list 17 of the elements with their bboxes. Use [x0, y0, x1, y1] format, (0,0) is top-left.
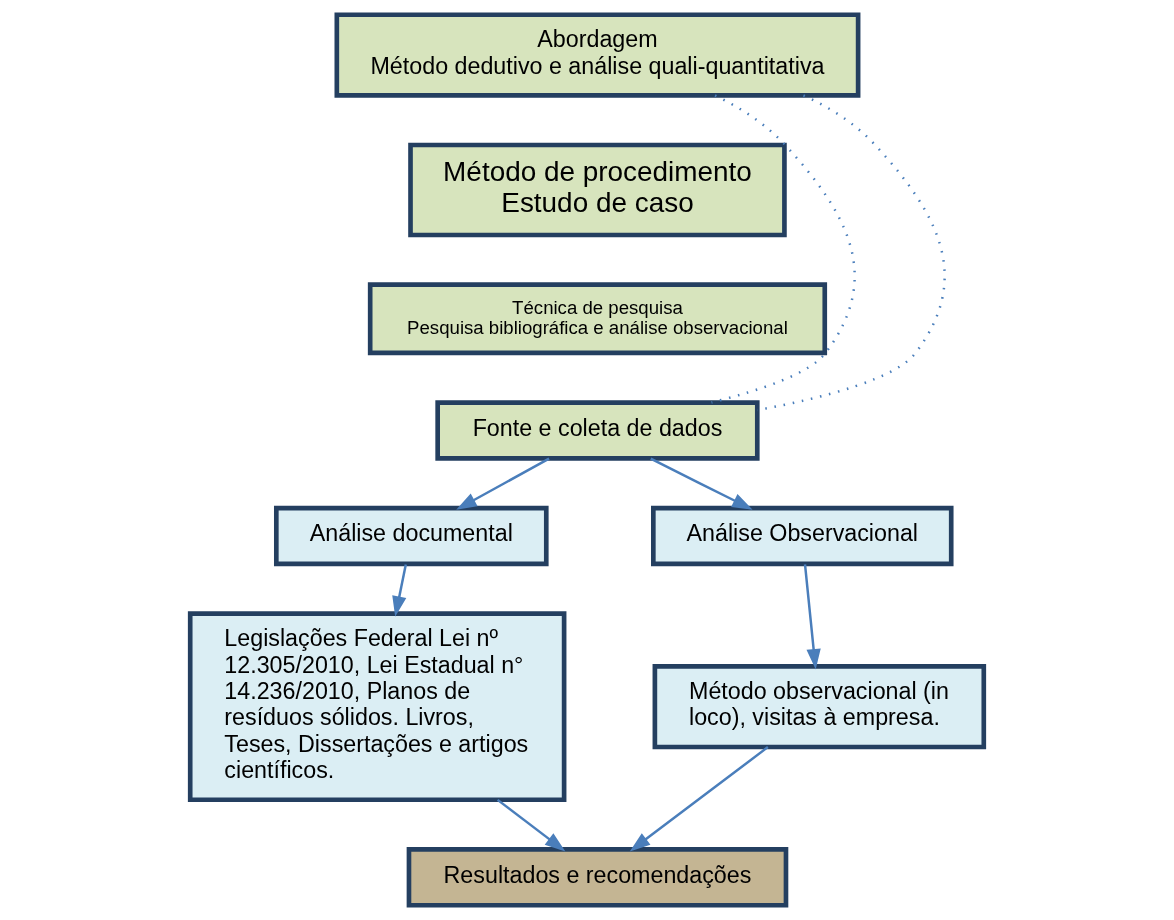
node-box: Método de procedimento Estudo de caso: [408, 142, 787, 238]
node-box: Análise Observacional: [651, 505, 954, 567]
arrow: [392, 564, 408, 617]
arrow: [456, 457, 550, 510]
arrow: [650, 457, 753, 510]
node-box: Técnica de pesquisa Pesquisa bibliográfica e análise observacional: [367, 282, 828, 356]
arrow: [629, 746, 769, 852]
node-box: Abordagem Método dedutivo e análise quali-quantitativa: [334, 12, 861, 98]
connector: [757, 94, 946, 412]
connector: [711, 94, 856, 404]
node-box: Legislações Federal Lei nº 12.305/2010, Lei Estadual n° 14.236/2010, Planos de resíduos sólidos. Livros, Teses, Dissertações e artigos científicos.: [187, 611, 567, 803]
arrow: [803, 564, 821, 670]
node-box: Resultados e recomendações: [406, 847, 789, 908]
node-box: Fonte e coleta de dados: [435, 400, 760, 461]
arrow: [496, 798, 566, 852]
node-box: Análise documental: [274, 505, 549, 567]
node-box: Método observacional (in loco), visitas à empresa.: [652, 664, 987, 750]
